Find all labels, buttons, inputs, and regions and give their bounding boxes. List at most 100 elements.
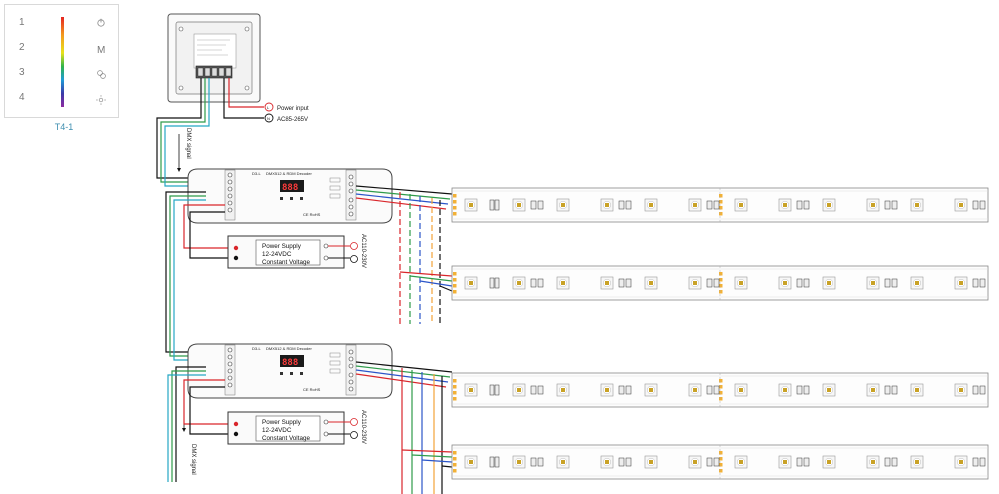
solder-pad xyxy=(453,200,457,204)
smd-led xyxy=(464,455,478,469)
resistor xyxy=(537,200,544,210)
solder-pad xyxy=(719,212,723,216)
dmx-signal-label: DMX signal xyxy=(185,128,191,159)
solder-pad xyxy=(719,284,723,288)
solder-pad xyxy=(453,451,457,455)
smd-led xyxy=(778,383,792,397)
resistor xyxy=(884,385,891,395)
smd-led xyxy=(954,276,968,290)
smd-led xyxy=(910,383,924,397)
smd-led xyxy=(910,198,924,212)
solder-pad xyxy=(453,290,457,294)
resistor xyxy=(494,456,500,468)
ps-1-voltage: 12-24VDC xyxy=(262,251,292,258)
resistor xyxy=(625,200,632,210)
ps-1-terminal-N xyxy=(350,255,358,263)
resistor xyxy=(972,278,979,288)
ps-1-ac-wires xyxy=(328,245,350,259)
smd-led xyxy=(778,455,792,469)
resistor xyxy=(891,200,898,210)
resistor xyxy=(972,457,979,467)
smd-led xyxy=(734,383,748,397)
resistor xyxy=(530,200,537,210)
solder-pad xyxy=(453,206,457,210)
solder-pad xyxy=(719,200,723,204)
decoder-1-display-bg xyxy=(280,180,304,192)
brightness-icon[interactable] xyxy=(96,95,106,105)
resistor xyxy=(803,200,810,210)
led-strip-row xyxy=(451,265,989,301)
solder-pad xyxy=(453,397,457,401)
ps-2-mode: Constant Voltage xyxy=(262,435,310,442)
decoder-1-model: D3-L xyxy=(252,171,261,176)
smd-led xyxy=(822,276,836,290)
smd-led xyxy=(910,455,924,469)
solder-pad xyxy=(719,385,723,389)
white-balance-icon[interactable] xyxy=(97,70,106,79)
power-icon[interactable] xyxy=(97,18,105,27)
resistor xyxy=(713,457,720,467)
smd-led xyxy=(512,383,526,397)
smd-led xyxy=(556,383,570,397)
smd-led xyxy=(822,198,836,212)
solder-pad xyxy=(719,397,723,401)
ps-1-title: Power Supply xyxy=(262,243,302,250)
smd-led xyxy=(644,455,658,469)
smd-led xyxy=(688,455,702,469)
decoder-2-display: 888 xyxy=(282,358,298,368)
solder-pad xyxy=(453,391,457,395)
led-strips xyxy=(451,187,989,480)
resistor xyxy=(796,200,803,210)
solder-pad xyxy=(719,272,723,276)
smd-led xyxy=(464,383,478,397)
power-input-label: Power input xyxy=(277,106,309,112)
ps-2-title: Power Supply xyxy=(262,419,302,426)
terminal-N-text: N xyxy=(267,116,270,121)
resistor xyxy=(803,457,810,467)
smd-led xyxy=(866,276,880,290)
dmx-signal-wires-main xyxy=(156,78,210,187)
resistor xyxy=(537,278,544,288)
smd-led xyxy=(644,198,658,212)
smd-led xyxy=(822,383,836,397)
smd-led xyxy=(600,383,614,397)
resistor xyxy=(489,277,495,289)
led-strip-row xyxy=(451,187,989,223)
smd-led xyxy=(688,198,702,212)
smd-led xyxy=(822,455,836,469)
resistor xyxy=(537,385,544,395)
resistor xyxy=(891,278,898,288)
resistor xyxy=(891,457,898,467)
ps-2-voltage: 12-24VDC xyxy=(262,427,292,434)
led-strip-row xyxy=(451,372,989,408)
resistor xyxy=(972,200,979,210)
solder-pad xyxy=(719,278,723,282)
decoder-2: D3-L DMX512 & RDM Decoder 888 CE RoHS xyxy=(187,343,393,399)
smd-led xyxy=(734,455,748,469)
resistor xyxy=(625,457,632,467)
resistor xyxy=(884,200,891,210)
decoder-1-output-wires xyxy=(355,185,453,324)
color-wheel-slider[interactable] xyxy=(61,17,64,107)
resistor xyxy=(979,278,986,288)
decoder-2-cert: CE RoHS xyxy=(303,387,321,392)
smd-led xyxy=(688,383,702,397)
dmx-out-wires xyxy=(167,366,206,482)
zone-2-label[interactable]: 2 xyxy=(19,42,25,53)
smd-led xyxy=(910,276,924,290)
solder-pad xyxy=(453,379,457,383)
dmx-master-controller xyxy=(167,13,261,103)
zone-3-label[interactable]: 3 xyxy=(19,67,25,78)
terminal-L-text: L xyxy=(267,105,270,110)
smd-led xyxy=(734,198,748,212)
zone-1-label[interactable]: 1 xyxy=(19,17,25,28)
ps-1-mode: Constant Voltage xyxy=(262,259,310,266)
smd-led xyxy=(954,383,968,397)
mode-button[interactable]: M xyxy=(97,45,105,56)
resistor xyxy=(625,278,632,288)
resistor xyxy=(796,457,803,467)
zone-4-label[interactable]: 4 xyxy=(19,92,25,103)
smd-led xyxy=(734,276,748,290)
resistor xyxy=(625,385,632,395)
